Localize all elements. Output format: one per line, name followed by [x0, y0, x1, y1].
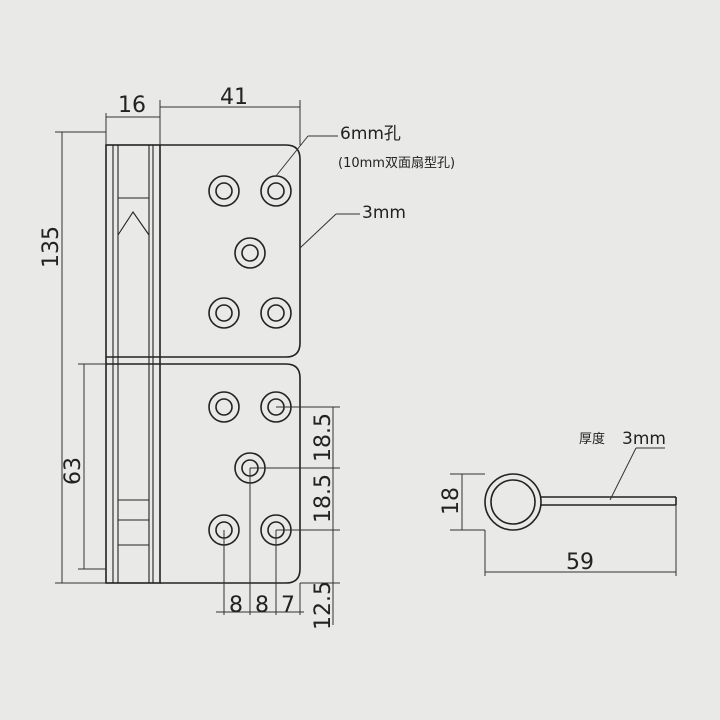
hole-inner [215, 304, 233, 322]
dim-label-18: 18 [439, 487, 464, 515]
lower-leaf-outline [160, 363, 301, 584]
callout-plate-thickness: 3mm [362, 203, 406, 223]
hole-inner [241, 244, 259, 262]
upper-leaf-holes [208, 175, 292, 329]
dimension-lines [55, 100, 360, 625]
dim-label-12-5: 12.5 [311, 581, 336, 630]
dim-label-59: 59 [566, 550, 594, 575]
profile-barrel-inner [490, 479, 536, 525]
hole-outer [260, 175, 292, 207]
hole-outer [208, 175, 240, 207]
upper-leaf-outline [160, 144, 301, 358]
hole-outer [260, 297, 292, 329]
dim-label-8-left: 8 [229, 593, 243, 618]
dim-label-7: 7 [281, 593, 295, 618]
hinge-side-profile [450, 447, 677, 576]
hole-outer [208, 297, 240, 329]
hinge-front-view [105, 144, 301, 584]
callout-thickness-value: 3mm [622, 429, 666, 449]
hole-inner [215, 398, 233, 416]
hole-inner [267, 182, 285, 200]
dim-label-41: 41 [220, 85, 248, 110]
knuckle-notch [117, 211, 150, 236]
hole-inner [215, 182, 233, 200]
dim-label-18-5-bottom: 18.5 [311, 474, 336, 523]
profile-barrel-outer [484, 473, 542, 531]
callout-hole-size: 6mm孔 [340, 124, 401, 144]
hole-outer [234, 237, 266, 269]
hole-inner [267, 304, 285, 322]
callout-hole-note: (10mm双面扇型孔) [338, 155, 455, 171]
dim-label-63: 63 [61, 457, 86, 485]
dimension-labels: 16 41 135 63 18.5 18.5 12.5 8 8 7 18 59 … [39, 85, 666, 630]
hole-outer [208, 391, 240, 423]
dim-label-8-mid: 8 [255, 593, 269, 618]
dim-label-135: 135 [39, 226, 64, 268]
dim-label-16: 16 [118, 93, 146, 118]
callout-thickness-label: 厚度 [579, 431, 605, 447]
dim-label-18-5-top: 18.5 [311, 413, 336, 462]
